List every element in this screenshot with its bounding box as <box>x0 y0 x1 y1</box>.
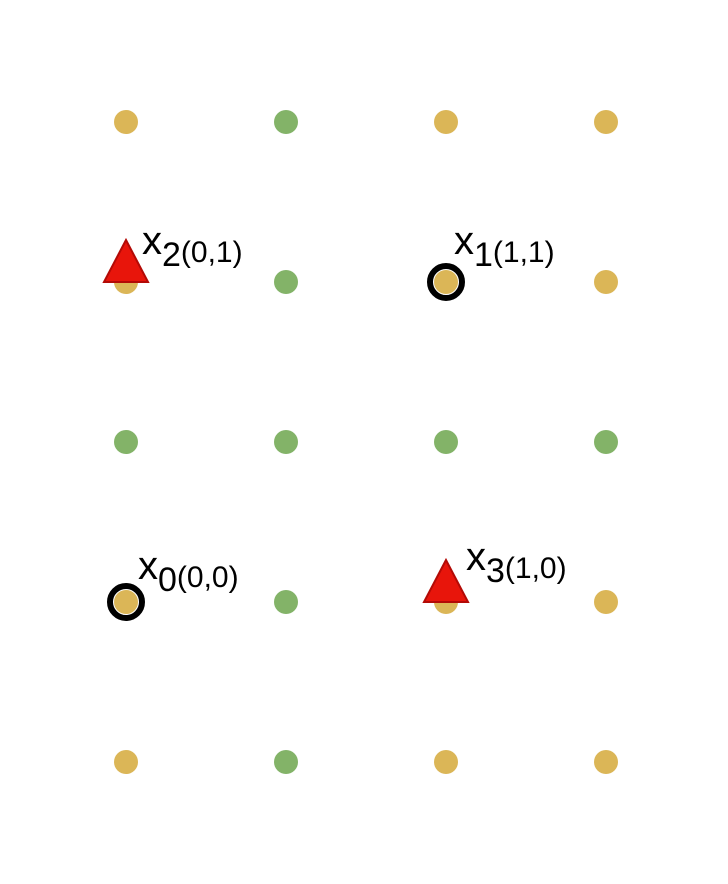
x2-label: x2(0,1) <box>142 219 243 274</box>
lattice-dot-r2-c0 <box>114 430 138 454</box>
x2-label-subscript: 2 <box>162 236 181 274</box>
lattice-dots <box>114 110 618 774</box>
x1-label-subscript: 1 <box>474 236 493 274</box>
x0-label-base: x <box>138 544 158 588</box>
point-markers <box>102 237 470 621</box>
x3-label: x3(1,0) <box>466 535 567 590</box>
x3-label-coord: (1,0) <box>505 552 567 585</box>
lattice-dot-r3-c0 <box>114 590 138 614</box>
x3-label-subscript: 3 <box>486 552 505 590</box>
lattice-dot-r1-c2 <box>434 270 458 294</box>
x0-label: x0(0,0) <box>138 544 239 599</box>
lattice-dot-r4-c0 <box>114 750 138 774</box>
x3-marker <box>422 557 470 603</box>
lattice-dot-r3-c1 <box>274 590 298 614</box>
x1-label-coord: (1,1) <box>493 236 555 269</box>
lattice-dot-r0-c1 <box>274 110 298 134</box>
x0-label-coord: (0,0) <box>177 561 239 594</box>
point-labels: x0(0,0)x1(1,1)x2(0,1)x3(1,0) <box>138 219 567 599</box>
lattice-dot-r4-c1 <box>274 750 298 774</box>
lattice-dot-r3-c3 <box>594 590 618 614</box>
lattice-dot-r4-c3 <box>594 750 618 774</box>
lattice-dot-r2-c2 <box>434 430 458 454</box>
x1-label: x1(1,1) <box>454 219 555 274</box>
x0-marker <box>107 583 145 621</box>
x0-label-subscript: 0 <box>158 561 177 599</box>
x1-label-base: x <box>454 219 474 263</box>
lattice-dot-r0-c0 <box>114 110 138 134</box>
lattice-dot-r1-c3 <box>594 270 618 294</box>
lattice-dot-r2-c1 <box>274 430 298 454</box>
lattice-dot-r4-c2 <box>434 750 458 774</box>
x2-label-base: x <box>142 219 162 263</box>
x1-marker <box>427 263 465 301</box>
x2-label-coord: (0,1) <box>181 236 243 269</box>
lattice-dot-r2-c3 <box>594 430 618 454</box>
lattice-dot-r1-c1 <box>274 270 298 294</box>
x2-marker <box>102 237 150 283</box>
lattice-dot-r0-c2 <box>434 110 458 134</box>
x3-label-base: x <box>466 535 486 579</box>
lattice-dot-r0-c3 <box>594 110 618 134</box>
